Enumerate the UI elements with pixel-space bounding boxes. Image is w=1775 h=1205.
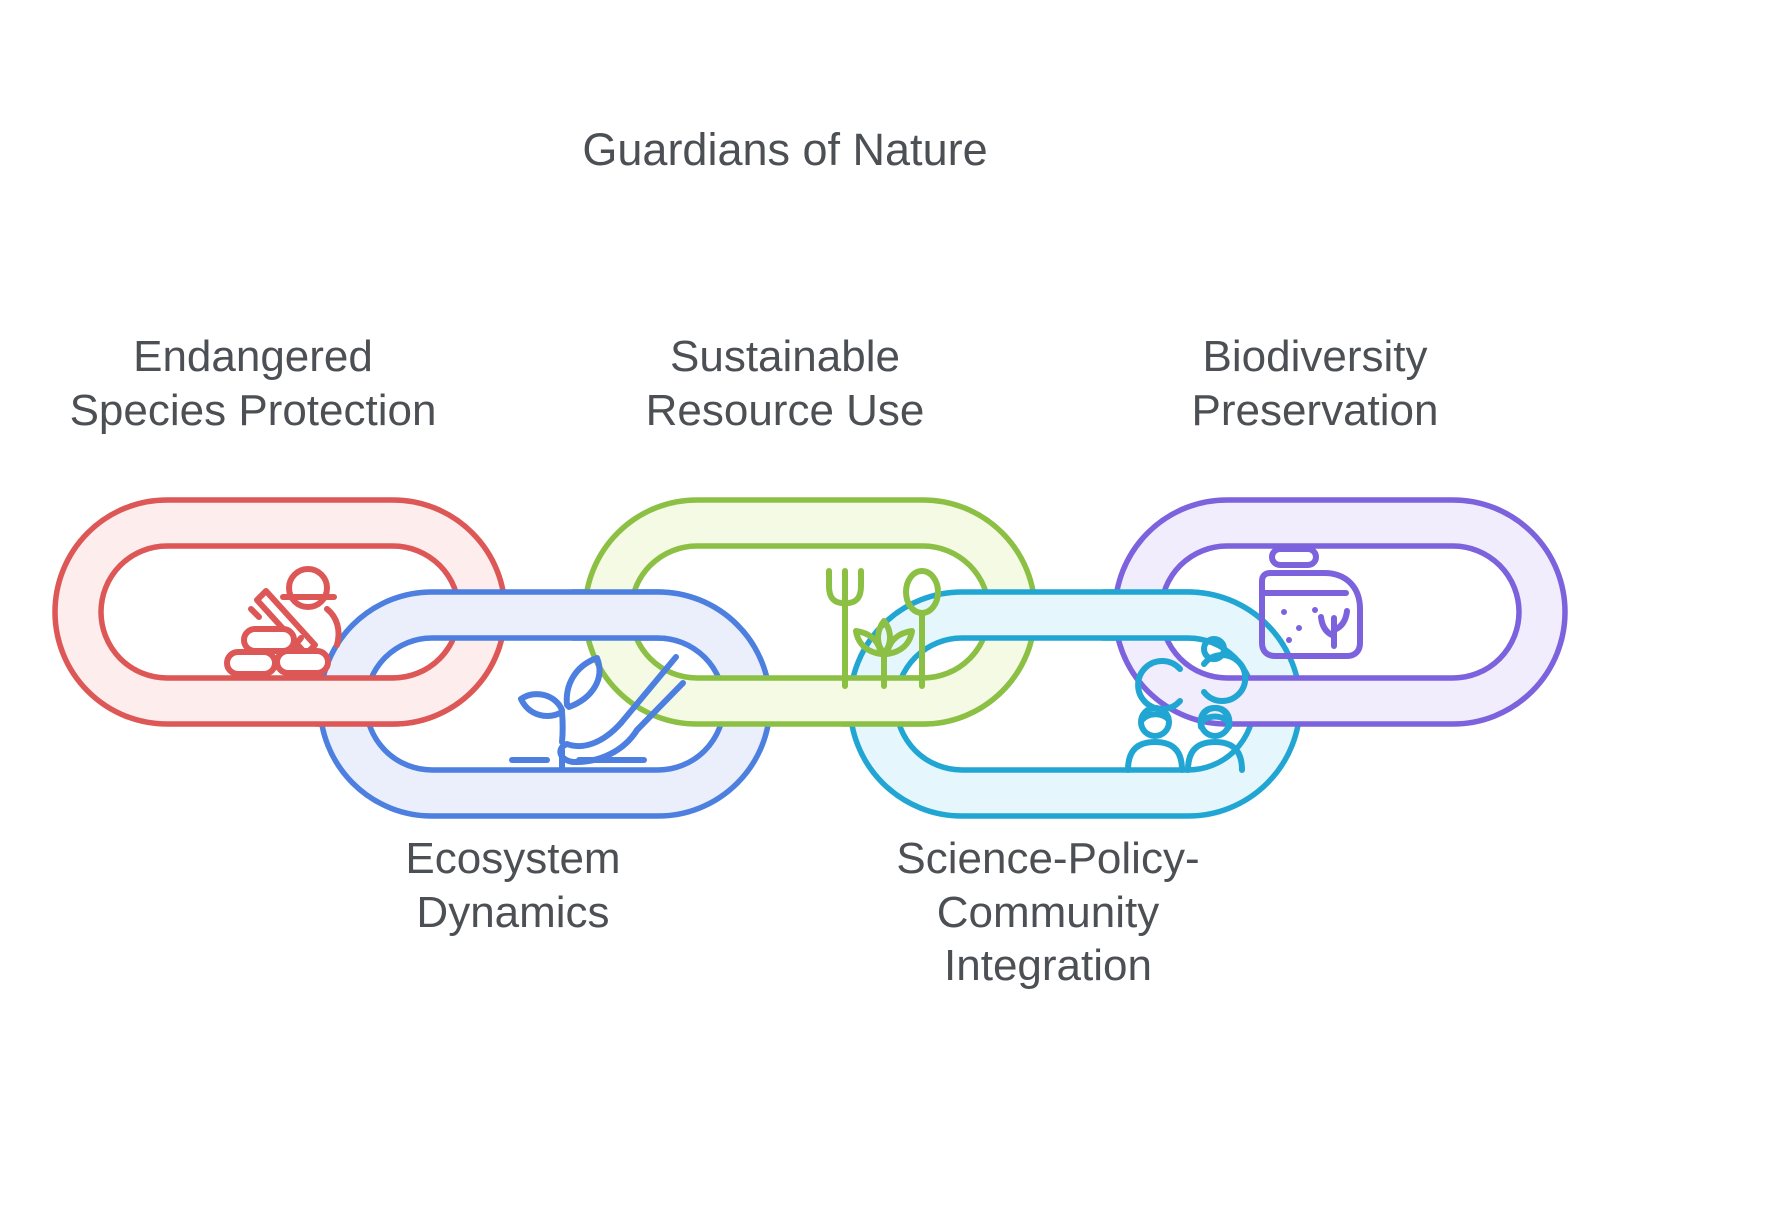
seedling-right-leaf	[563, 655, 603, 710]
terrarium-icon	[1259, 546, 1363, 659]
ranger-head	[286, 566, 330, 610]
sandbag-right	[274, 648, 331, 676]
fork-spoon-plant-icon	[826, 568, 941, 689]
community-people-icon	[1125, 636, 1249, 773]
terrarium-speck	[1286, 637, 1292, 643]
terrarium-plant-branch-left	[1318, 614, 1337, 639]
terrarium-speck	[1281, 609, 1287, 615]
terrarium-handle	[1269, 546, 1319, 568]
ranger-rifle-bolt	[248, 606, 262, 620]
fork-right-tine	[846, 568, 864, 606]
seedling-hand-icon	[509, 654, 686, 771]
label-science-policy-community-integration: Science-Policy- Community Integration	[896, 834, 1200, 991]
person-male-body	[1125, 739, 1185, 773]
hand-arm-upper	[618, 654, 679, 726]
label-endangered-species-protection: Endangered Species Protection	[69, 332, 437, 435]
label-sustainable-resource-use: Sustainable Resource Use	[645, 332, 925, 435]
linked-ring-knob	[1201, 636, 1227, 662]
person-female-fringe	[1200, 713, 1230, 724]
terrarium-body	[1259, 570, 1363, 659]
seedling-stem	[559, 709, 566, 745]
label-ecosystem-dynamics: Ecosystem Dynamics	[405, 834, 621, 937]
sandbag-left	[224, 649, 278, 677]
person-female-body	[1185, 739, 1245, 773]
hand-arm-lower	[634, 680, 686, 733]
terrarium-speck	[1296, 625, 1302, 631]
person-male-hair	[1139, 711, 1171, 723]
hand-palm	[557, 720, 640, 766]
ranger-icon	[224, 566, 342, 677]
person-female-hair	[1197, 705, 1233, 730]
ranger-back	[324, 606, 342, 648]
terrarium-plant-branch-right	[1331, 608, 1350, 633]
seedling-left-leaf	[518, 691, 565, 719]
diagram-title: Guardians of Nature	[582, 124, 988, 175]
label-biodiversity-preservation: Biodiversity Preservation	[1191, 332, 1439, 435]
fork-left-tine	[826, 568, 844, 606]
plant-left-leaf	[853, 628, 884, 657]
linked-ring-left	[1135, 658, 1183, 712]
sandbag-top	[241, 626, 297, 654]
plant-right-leaf	[884, 628, 915, 657]
terrarium-speck	[1312, 607, 1318, 613]
